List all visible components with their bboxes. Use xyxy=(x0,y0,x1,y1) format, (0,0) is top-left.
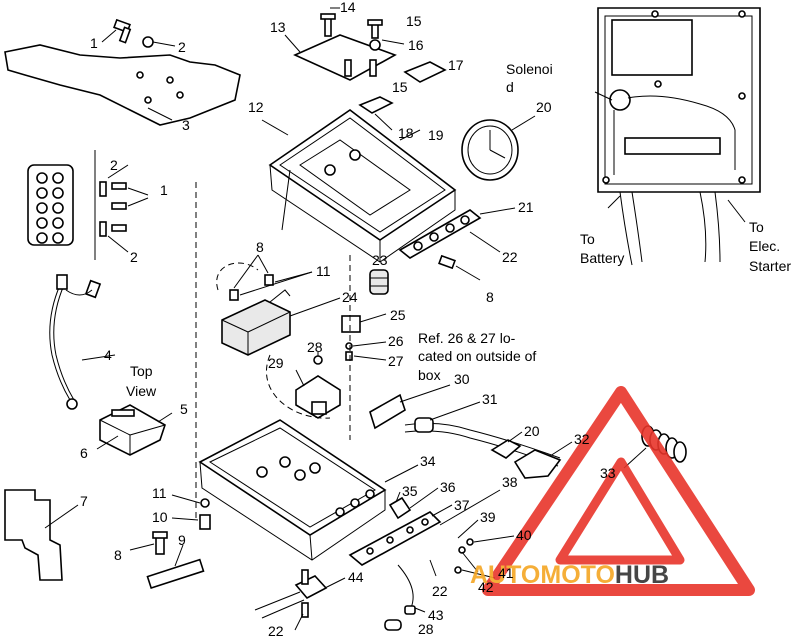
callout-8: 8 xyxy=(486,289,494,305)
callout-29: 29 xyxy=(268,355,284,371)
side-bracket xyxy=(4,489,63,581)
wire-43 xyxy=(397,564,414,611)
solenoid-label-line1: Solenoi xyxy=(506,61,553,77)
callout-36: 36 xyxy=(440,479,456,495)
switch-29 xyxy=(295,375,341,419)
callout-42: 42 xyxy=(478,579,494,595)
callout-12: 12 xyxy=(248,99,264,115)
callout-10: 10 xyxy=(152,509,168,525)
mounting-bracket-plate xyxy=(4,44,241,126)
washer-11 xyxy=(200,498,210,508)
rectifier-module xyxy=(99,404,166,456)
top-view-label-line1: Top xyxy=(130,363,153,379)
top-view-label-line2: View xyxy=(126,383,157,399)
ref-note-line1: Ref. 26 & 27 lo- xyxy=(418,330,516,346)
to-starter-label-line2: Elec. xyxy=(749,238,780,254)
callout-44: 44 xyxy=(348,569,364,585)
callout-2: 2 xyxy=(110,157,118,173)
to-battery-label-line2: Battery xyxy=(580,250,624,266)
callout-7: 7 xyxy=(80,493,88,509)
callout-24: 24 xyxy=(342,289,358,305)
lower-box-34 xyxy=(198,419,387,536)
callout-16: 16 xyxy=(408,37,424,53)
ref-note-line2: cated on outside of xyxy=(418,348,536,364)
callout-2: 2 xyxy=(130,249,138,265)
callout-22: 22 xyxy=(432,583,448,599)
callout-35: 35 xyxy=(402,483,418,499)
callout-32: 32 xyxy=(574,431,590,447)
callout-8: 8 xyxy=(256,239,264,255)
ref-note-line3: box xyxy=(418,367,441,383)
control-box-24 xyxy=(221,299,291,356)
callout-21: 21 xyxy=(518,199,534,215)
watermark-inner-triangle-icon xyxy=(555,457,685,565)
callout-11: 11 xyxy=(152,485,167,501)
watermark-text-red: AUTOMOTO xyxy=(470,561,615,589)
callout-30: 30 xyxy=(454,371,470,387)
callout-14: 14 xyxy=(340,0,356,15)
callout-37: 37 xyxy=(454,497,470,513)
callout-15: 15 xyxy=(392,79,408,95)
callout-26: 26 xyxy=(388,333,404,349)
relay-25 xyxy=(341,315,361,333)
callout-28: 28 xyxy=(307,339,323,355)
callout-8: 8 xyxy=(114,547,122,563)
callout-25: 25 xyxy=(390,307,406,323)
callout-3: 3 xyxy=(182,117,190,133)
callout-4: 4 xyxy=(104,347,112,363)
capacitor-23 xyxy=(369,269,389,295)
callout-22: 22 xyxy=(502,249,518,265)
callout-27: 27 xyxy=(388,353,404,369)
callout-22: 22 xyxy=(268,623,284,639)
callout-18: 18 xyxy=(398,125,414,141)
callout-1: 1 xyxy=(160,182,168,198)
watermark-text-dark: HUB xyxy=(615,561,669,589)
boot-20 xyxy=(490,439,522,459)
callout-1: 1 xyxy=(90,35,98,51)
callout-41: 41 xyxy=(498,565,514,581)
callout-39: 39 xyxy=(480,509,496,525)
watermark-text: AUTOMOTOHUB xyxy=(470,561,669,589)
harness-plate-30 xyxy=(369,393,406,430)
solenoid-label-line2: d xyxy=(506,79,514,95)
relay-18 xyxy=(358,96,394,114)
fuse-panel xyxy=(27,164,74,246)
nut-2 xyxy=(142,36,154,48)
solenoid xyxy=(609,89,631,111)
callout-38: 38 xyxy=(502,474,518,490)
callout-17: 17 xyxy=(448,57,464,73)
to-starter-label-line1: To xyxy=(749,219,764,235)
callout-6: 6 xyxy=(80,445,88,461)
ground-cable xyxy=(49,284,71,401)
callout-31: 31 xyxy=(482,391,498,407)
callout-9: 9 xyxy=(178,532,186,548)
callout-20: 20 xyxy=(524,423,540,439)
callout-15: 15 xyxy=(406,13,422,29)
grommet-35 xyxy=(388,496,412,520)
callout-20: 20 xyxy=(536,99,552,115)
washer-10 xyxy=(199,514,211,530)
callout-19: 19 xyxy=(428,127,444,143)
callout-40: 40 xyxy=(516,527,532,543)
callout-5: 5 xyxy=(180,401,188,417)
bracket-9 xyxy=(146,558,205,590)
callout-43: 43 xyxy=(428,607,444,623)
callout-13: 13 xyxy=(270,19,286,35)
callout-23: 23 xyxy=(372,252,388,268)
relay-17 xyxy=(403,61,447,83)
callout-28: 28 xyxy=(418,621,434,637)
callout-11: 11 xyxy=(316,263,331,279)
to-starter-label-line3: Starter xyxy=(749,258,791,274)
watermark-triangle-icon xyxy=(482,386,755,596)
to-battery-label-line1: To xyxy=(580,231,595,247)
callout-34: 34 xyxy=(420,453,436,469)
callout-2: 2 xyxy=(178,39,186,55)
connector-44 xyxy=(294,575,328,600)
watermark-logo: AUTOMOTOHUB xyxy=(470,386,755,596)
callout-33: 33 xyxy=(600,465,616,481)
boot-32 xyxy=(513,449,562,479)
